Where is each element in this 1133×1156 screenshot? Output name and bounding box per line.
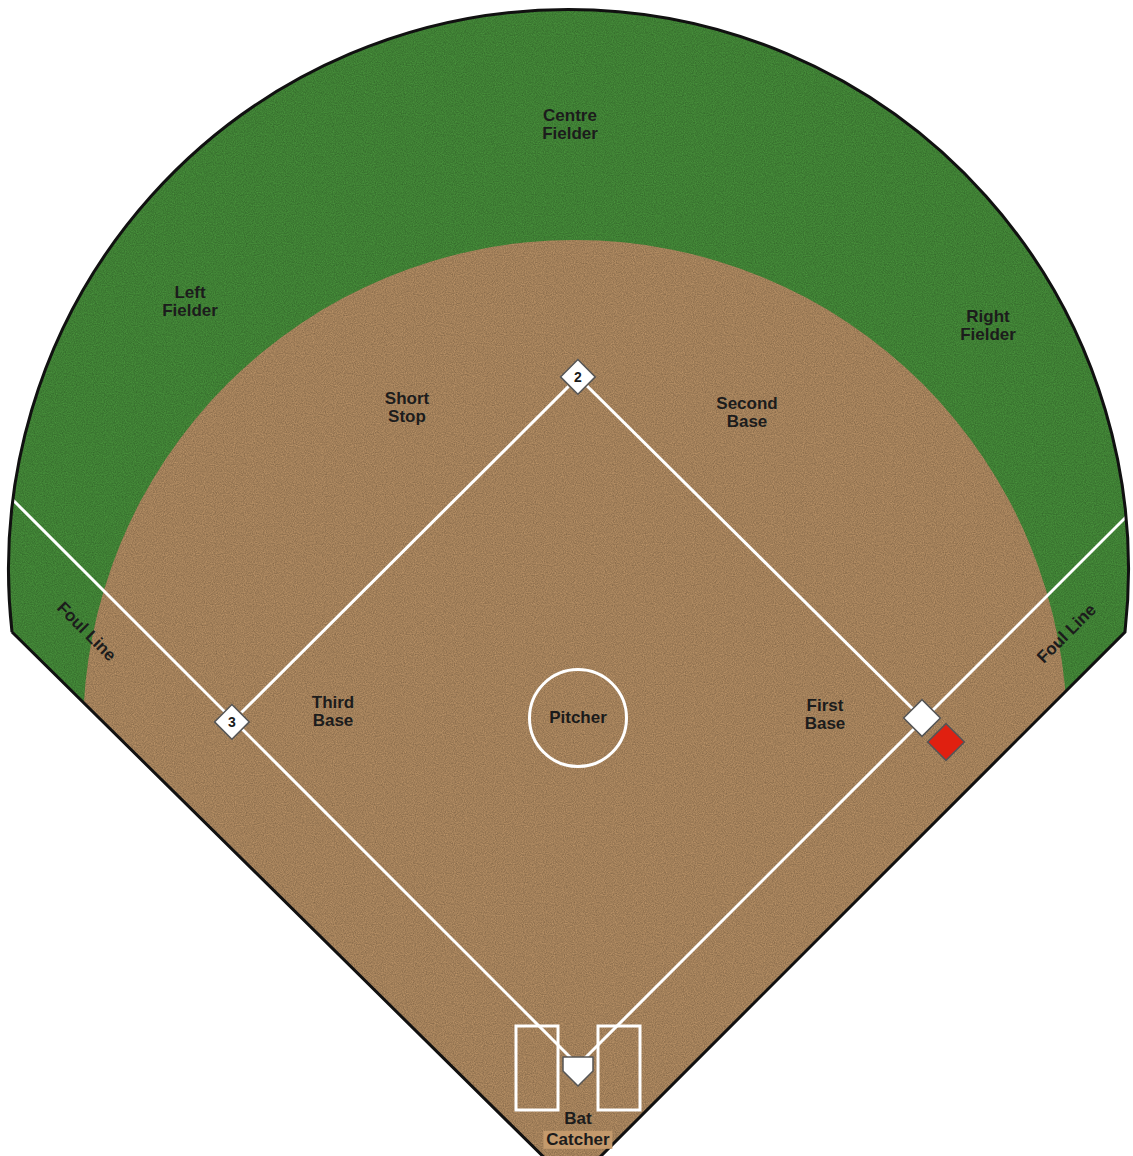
- position-label: Left Fielder: [162, 284, 218, 321]
- first-base-bag: [904, 700, 941, 737]
- position-label: Catcher: [543, 1131, 612, 1149]
- base-bag: [215, 705, 250, 740]
- base-bag: [561, 360, 596, 395]
- pitcher-circle: Pitcher: [528, 668, 628, 768]
- node-text: 2: [574, 369, 582, 385]
- safety-base-bag: [928, 724, 965, 761]
- position-label: First Base: [805, 697, 846, 734]
- position-label: Bat: [564, 1110, 591, 1128]
- position-label: Second Base: [716, 395, 777, 432]
- base-path: [241, 386, 568, 712]
- node-text: 3: [228, 714, 236, 730]
- foul-line: [0, 487, 578, 1065]
- node-text: Pitcher: [549, 708, 607, 728]
- pitcher-circle-line: [530, 670, 627, 767]
- position-label: Third Base: [312, 694, 355, 731]
- batter-box: [516, 1026, 558, 1110]
- position-label: Short Stop: [385, 390, 429, 427]
- base-path: [578, 377, 922, 718]
- position-label: Right Fielder: [960, 308, 1016, 345]
- base-diamond: 2: [559, 358, 597, 396]
- position-label: Centre Fielder: [542, 107, 598, 144]
- base-diamond: 3: [213, 703, 251, 741]
- batter-box: [598, 1026, 640, 1110]
- field-boundary: [8, 9, 1128, 1156]
- foul-line: [578, 510, 1133, 1065]
- foul-line-label: Foul Line: [53, 599, 119, 665]
- foul-line-label: Foul Line: [1034, 601, 1100, 667]
- home-plate: [563, 1057, 593, 1086]
